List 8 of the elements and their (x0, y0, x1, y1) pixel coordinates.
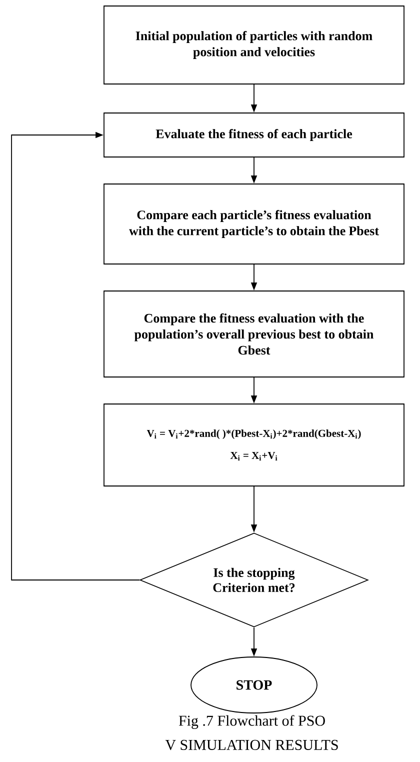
section-heading: V SIMULATION RESULTS (165, 740, 338, 750)
process-box: Evaluate the fitness of each particle (104, 112, 404, 158)
process-box: V$_{i}$ = V$_{i}$+2*rand( )*(Pbest-X$_{i}$)+2*rand(Gbest-X$_{i}$) X$_{i}$ = X$_{i}$+V$_{i}$ (104, 404, 404, 486)
process-box: Compare the fitness evaluation with the population’s overall previous best to obtain Gbest (104, 290, 404, 378)
process-box: Initial population of particles with random position and velocities (104, 6, 404, 84)
figure-caption: Fig .7 Flowchart of PSO (178, 715, 325, 729)
process-box: Compare each particle’s fitness evaluation with the current particle’s to obtain the Pbest (104, 184, 404, 264)
arrow (11, 132, 140, 580)
